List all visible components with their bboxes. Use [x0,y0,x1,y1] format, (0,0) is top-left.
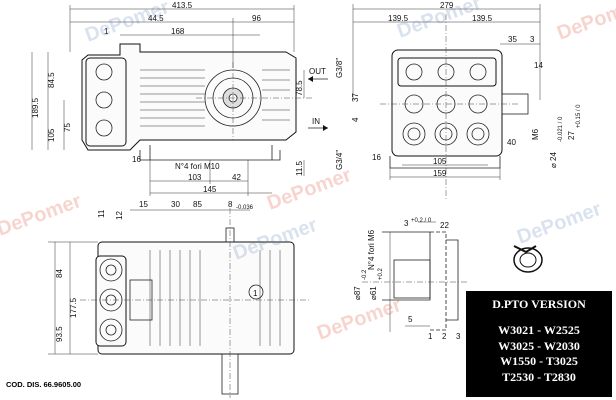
tick-1: 1 [428,332,433,341]
dim-75: 75 [63,123,72,132]
dim-177-5: 177.5 [69,297,78,318]
dim-12: 12 [115,211,124,220]
drawing-code: COD. DIS. 66.9605.00 [6,380,82,389]
dim-96: 96 [252,14,261,23]
dim-overall-length: 413.5 [172,1,193,10]
holes-m6-label: N°4 fori M6 [367,229,376,270]
dim-phi-61-tolerance: +0.2 [378,267,384,280]
dim-5: 5 [408,315,413,324]
dim-1: 1 [104,27,109,36]
side-view: 413.5 44.5 96 168 1 189.5 84.5 105 75 78… [31,1,312,196]
dim-11-5: 11.5 [295,160,304,176]
dim-27-tolerance: +0.15 / 0 [576,104,582,128]
dim-189-5: 189.5 [31,97,40,118]
dim-42: 42 [232,173,241,182]
dim-8-tolerance: -0.036 [236,205,254,211]
out-label: OUT [309,67,326,76]
holes-m10-label: N°4 fori M10 [175,162,220,171]
thread-g38-label: G3/8" [335,58,344,78]
dim-85: 85 [193,200,202,209]
watermark-text: DePomer [394,0,484,43]
dim-105-front: 105 [433,157,447,166]
front-view: 279 139.5 139.5 35 3 14 OUT IN G3/8" G3/… [308,1,582,200]
dim-4: 4 [351,117,360,122]
dim-139-5-left: 139.5 [388,14,409,23]
dim-159: 159 [433,169,447,178]
dim-22: 22 [440,221,449,230]
tick-2: 2 [442,332,447,341]
thread-m6-label: M6 [531,128,540,140]
watermark-text: DePomer [554,0,616,45]
thread-g34-label: G3/4" [335,150,344,170]
dim-30: 30 [171,200,180,209]
dim-phi-87: ⌀87 [353,286,362,300]
version-title: D.PTO VERSION [492,297,586,311]
dim-phi-24-tolerance: -0.021 / 0 [558,116,564,142]
dim-93-5: 93.5 [55,326,64,342]
watermark-text: DePomer [264,164,354,215]
dim-15: 15 [139,200,148,209]
dim-16: 16 [132,155,141,164]
dim-phi-87-tolerance: -0.2 [362,269,368,280]
dim-14: 14 [534,61,543,70]
dim-27: 27 [567,131,576,140]
dim-279: 279 [440,1,454,10]
dim-11: 11 [97,209,106,218]
version-info-box: D.PTO VERSION W3021 - W2525 W3025 - W203… [466,291,612,397]
watermark-text: DePomer [0,190,84,241]
dim-8: 8 [228,200,233,209]
dim-145: 145 [203,185,217,194]
model-list-item: W3025 - W2030 [498,338,580,353]
dim-16-front: 16 [372,153,381,162]
dim-103: 103 [188,173,202,182]
dim-1-bottom: 1 [253,289,258,298]
dim-139-5-right: 139.5 [472,14,493,23]
dim-35: 35 [508,35,517,44]
dim-44-5: 44.5 [148,14,164,23]
dim-37: 37 [351,93,360,102]
top-view: 11 12 15 30 85 8 -0.036 84 177.5 93.5 1 [48,200,310,398]
dim-phi-61: ⌀61 [369,286,378,300]
depomer-logo-icon [513,245,543,273]
dim-3: 3 [530,35,535,44]
model-list-item: T2530 - T2830 [502,369,576,384]
model-list-item: W3021 - W2525 [498,323,580,337]
watermark-text: DePomer [314,294,404,345]
dim-168: 168 [171,27,185,36]
dim-3-pto: 3 [404,219,409,228]
dim-3-pto-tolerance: +0.2 / 0 [411,218,432,224]
pto-flange-view: 3 +0.2 / 0 22 N°4 fori M6 ⌀87 -0.2 ⌀61 +… [353,218,468,341]
dim-40: 40 [507,138,516,147]
tick-3: 3 [456,332,461,341]
in-label: IN [312,117,320,126]
dim-105: 105 [47,128,56,142]
watermark-text: DePomer [82,0,172,47]
dim-84: 84 [55,269,64,278]
dim-phi-24: ⌀ 24 [549,152,558,168]
model-list-item: W1550 - T3025 [500,354,578,368]
dim-84-5: 84.5 [47,72,56,88]
dim-78-5: 78.5 [295,80,304,96]
